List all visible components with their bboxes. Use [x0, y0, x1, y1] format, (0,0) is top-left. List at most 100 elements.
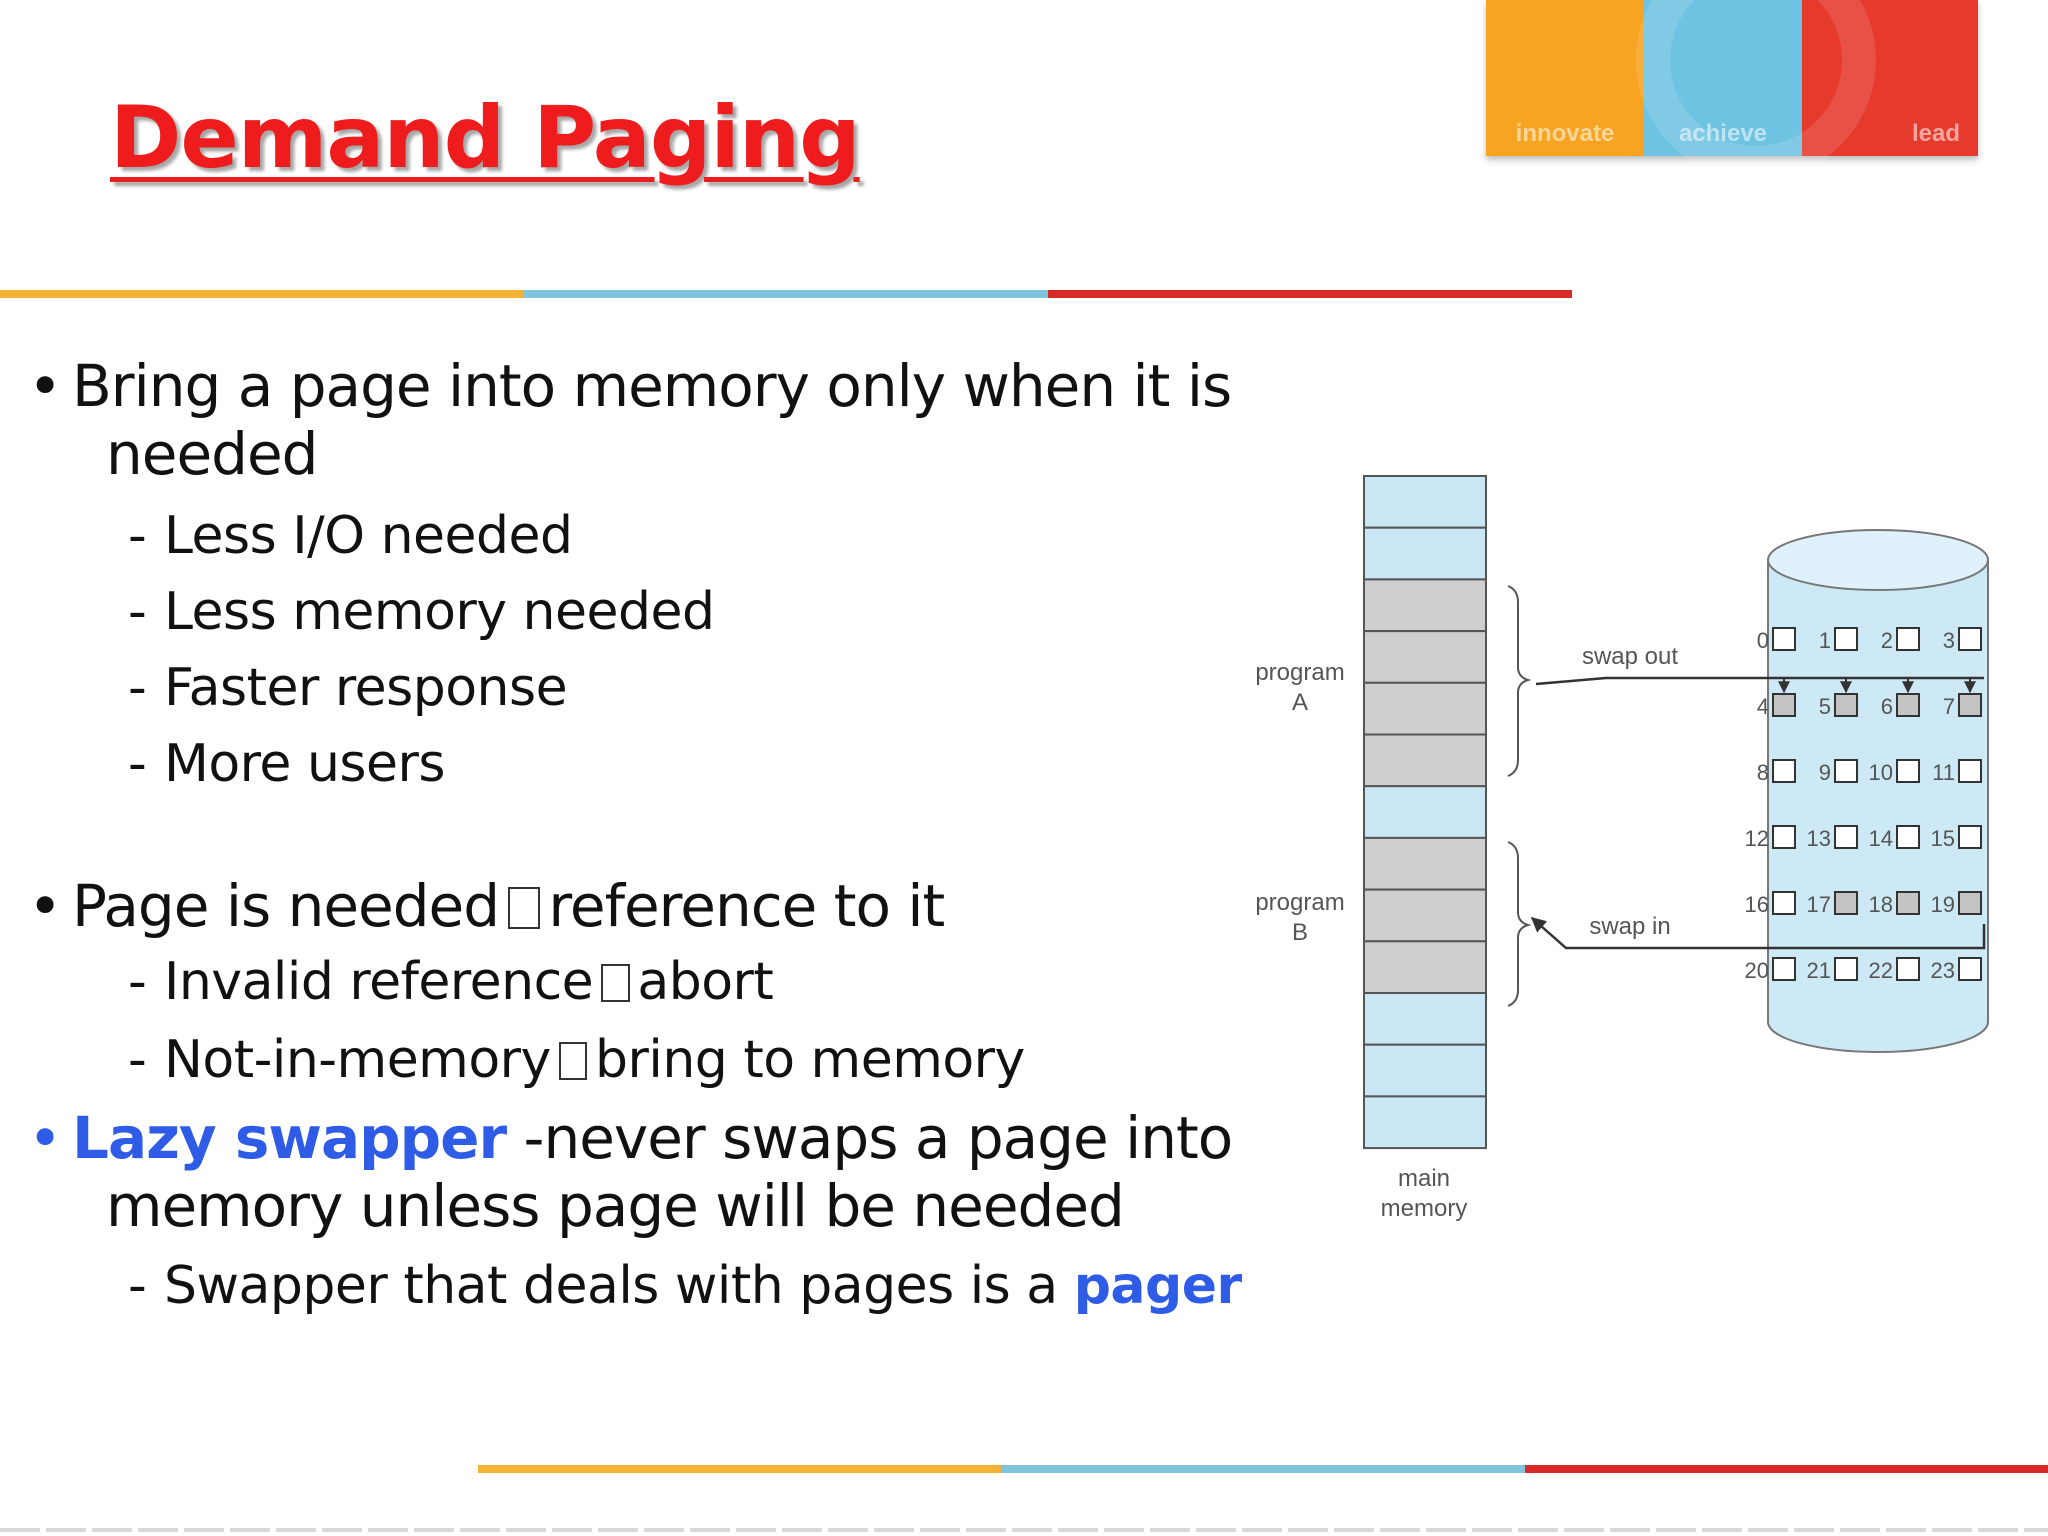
- sub-bullet-1-1: -Less I/O needed: [128, 506, 573, 566]
- sub-bullet-text: More users: [164, 734, 445, 794]
- disk-page-8: [1772, 759, 1796, 783]
- bullet-3-text-cont: memory unless page will be needed: [106, 1172, 1125, 1240]
- disk-page-19: [1958, 891, 1982, 915]
- disk-page-label-10: 10: [1869, 760, 1893, 785]
- memory-frame-1: [1363, 526, 1487, 581]
- sub-bullet-3-1: -Swapper that deals with pages is a page…: [128, 1256, 1242, 1316]
- footer-rule: [0, 1528, 2048, 1532]
- swap-in-label: swap in: [1589, 913, 1670, 940]
- bullet-3-text: -never swaps a page into: [506, 1104, 1234, 1172]
- logo-segment-lead: lead: [1802, 0, 1978, 156]
- memory-frame-12: [1363, 1095, 1487, 1150]
- disk-page-10: [1896, 759, 1920, 783]
- diagram-svg: program A program B main memory swap out…: [1255, 475, 1989, 1222]
- missing-glyph-icon: [507, 887, 540, 929]
- disk-page-label-12: 12: [1745, 826, 1769, 851]
- sub-bullet-text: Less memory needed: [164, 582, 715, 642]
- title-divider-bar: [0, 290, 1572, 298]
- disk-page-label-17: 17: [1807, 892, 1831, 917]
- bullet-dot-icon: •: [28, 1104, 62, 1172]
- missing-glyph-icon: [558, 1042, 588, 1080]
- sub-bullet-text: Faster response: [164, 658, 568, 718]
- demand-paging-diagram: program A program B main memory swap out…: [1236, 462, 2048, 1242]
- swap-in-arrow: [1530, 917, 1986, 950]
- main-memory-label: main: [1398, 1165, 1450, 1192]
- logo-segment-innovate: innovate: [1486, 0, 1644, 156]
- disk-page-21: [1834, 957, 1858, 981]
- memory-frame-5: [1363, 733, 1487, 788]
- disk-page-16: [1772, 891, 1796, 915]
- disk-page-5: [1834, 693, 1858, 717]
- disk-page-label-4: 4: [1757, 694, 1769, 719]
- disk-page-label-19: 19: [1931, 892, 1955, 917]
- disk-page-2: [1896, 627, 1920, 651]
- disk-page-23: [1958, 957, 1982, 981]
- program-a-letter: A: [1292, 689, 1308, 716]
- main-memory-frames: [1363, 475, 1487, 1150]
- memory-frame-0: [1363, 475, 1487, 529]
- disk-page-7: [1958, 693, 1982, 717]
- bullet-1: •Bring a page into memory only when it i…: [28, 352, 1232, 488]
- disk-page-6: [1896, 693, 1920, 717]
- memory-frame-6: [1363, 785, 1487, 839]
- brand-logo: innovate achieve lead: [1486, 0, 1978, 180]
- disk-page-label-13: 13: [1807, 826, 1831, 851]
- footer-divider-bar: [478, 1465, 2048, 1473]
- disk-page-label-14: 14: [1869, 826, 1893, 851]
- sub-bullet-text-a: Invalid reference: [164, 952, 594, 1012]
- disk-page-15: [1958, 825, 1982, 849]
- sub-bullet-text: Swapper that deals with pages is a: [164, 1256, 1074, 1316]
- disk-page-label-21: 21: [1807, 958, 1831, 983]
- sub-bullet-1-4: -More users: [128, 734, 445, 794]
- memory-frame-4: [1363, 681, 1487, 736]
- sub-bullet-text: Less I/O needed: [164, 506, 573, 566]
- memory-frame-2: [1363, 578, 1487, 633]
- backing-store-disk: [1767, 529, 1989, 1053]
- disk-page-label-5: 5: [1819, 694, 1831, 719]
- bullet-2-text-a: Page is needed: [72, 872, 500, 940]
- swap-out-arrow: [1535, 676, 1984, 686]
- program-b-letter: B: [1292, 919, 1308, 946]
- disk-page-label-23: 23: [1931, 958, 1955, 983]
- lazy-swapper-term: Lazy swapper: [72, 1104, 507, 1172]
- logo-segment-achieve: achieve: [1644, 0, 1802, 156]
- bullet-1-text-cont: needed: [106, 420, 318, 488]
- bullet-dot-icon: •: [28, 352, 62, 420]
- program-a-label: program: [1255, 659, 1344, 686]
- disk-page-label-3: 3: [1943, 628, 1955, 653]
- disk-page-label-20: 20: [1745, 958, 1769, 983]
- disk-page-label-1: 1: [1819, 628, 1831, 653]
- bullet-2-text-b: reference to it: [548, 872, 945, 940]
- disk-page-label-22: 22: [1869, 958, 1893, 983]
- bullet-2: •Page is needed reference to it: [28, 872, 945, 940]
- bullet-1-text: Bring a page into memory only when it is: [72, 352, 1232, 420]
- program-a-brace: [1507, 585, 1532, 777]
- swap-out-label: swap out: [1582, 643, 1678, 670]
- memory-frame-10: [1363, 992, 1487, 1046]
- disk-page-9: [1834, 759, 1858, 783]
- disk-page-0: [1772, 627, 1796, 651]
- disk-page-label-8: 8: [1757, 760, 1769, 785]
- disk-page-label-11: 11: [1932, 760, 1955, 785]
- sub-bullet-text-b: abort: [637, 952, 774, 1012]
- disk-page-20: [1772, 957, 1796, 981]
- disk-page-12: [1772, 825, 1796, 849]
- disk-page-label-2: 2: [1881, 628, 1893, 653]
- program-b-brace: [1507, 841, 1532, 1007]
- memory-frame-7: [1363, 836, 1487, 891]
- slide-title: Demand Paging: [110, 88, 861, 188]
- disk-page-11: [1958, 759, 1982, 783]
- disk-page-label-15: 15: [1931, 826, 1955, 851]
- sub-bullet-1-3: -Faster response: [128, 658, 568, 718]
- disk-page-14: [1896, 825, 1920, 849]
- disk-page-label-7: 7: [1943, 694, 1955, 719]
- disk-page-label-18: 18: [1869, 892, 1893, 917]
- bullet-dot-icon: •: [28, 872, 62, 940]
- disk-page-3: [1958, 627, 1982, 651]
- disk-page-label-9: 9: [1819, 760, 1831, 785]
- sub-bullet-text-a: Not-in-memory: [164, 1030, 551, 1090]
